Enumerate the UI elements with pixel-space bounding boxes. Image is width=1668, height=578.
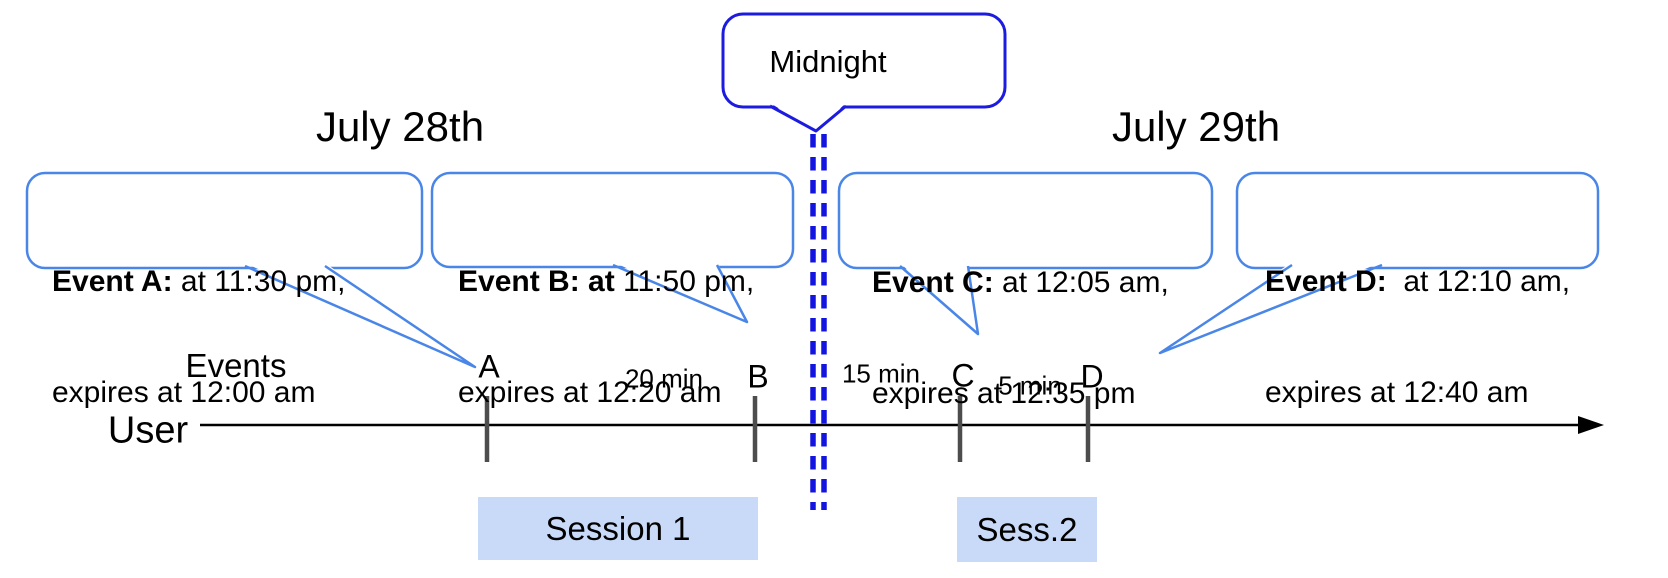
gap-label-15min: 15 min [841, 358, 921, 389]
callout-a-tail [244, 264, 477, 369]
date-title-july-29: July 29th [1111, 103, 1281, 150]
midnight-label: Midnight [769, 44, 887, 79]
callout-b-line1: Event B: at 11:50 pm, [458, 265, 755, 298]
callout-text-event-b: Event B: at 11:50 pm, expires at 12:20 a… [458, 189, 754, 485]
callout-event-c [837, 171, 1214, 270]
session-1-label: Session 1 [545, 509, 691, 547]
callout-d-line2: expires at 12:40 am [1265, 376, 1529, 409]
gap-label-20min: 20 min [624, 363, 704, 394]
callout-b-line2: expires at 12:20 am [458, 376, 722, 409]
callout-event-a [25, 171, 424, 270]
midnight-bubble [721, 12, 1007, 109]
events-lane-label: Events [185, 347, 287, 384]
callout-text-event-a: Event A: at 11:30 pm, expires at 12:00 a… [52, 189, 345, 485]
callout-text-event-c: Event C: at 12:05 am, expires at 12:35 p… [872, 190, 1169, 486]
session-2-label: Sess.2 [976, 510, 1078, 548]
session-2-box: Sess.2 [957, 497, 1097, 562]
callout-c-tail [899, 265, 980, 336]
callout-a-line1: Event A: at 11:30 pm, [52, 265, 346, 298]
callout-event-d [1235, 171, 1600, 270]
tick-label-c: C [951, 357, 975, 394]
callout-text-event-d: Event D: at 12:10 am, expires at 12:40 a… [1265, 189, 1570, 485]
midnight-bubble-tail-fill [770, 103, 846, 131]
date-title-july-28: July 28th [315, 103, 485, 150]
callout-b-tail [612, 263, 749, 324]
callout-c-line2: expires at 12:35 pm [872, 377, 1136, 410]
callout-d-line1: Event D: at 12:10 am, [1265, 265, 1571, 298]
tick-label-d: D [1080, 358, 1104, 395]
midnight-bubble-tail [769, 104, 847, 133]
timeline-arrowhead-icon [1578, 416, 1604, 434]
callout-c-line1: Event C: at 12:05 am, [872, 266, 1169, 299]
callout-a-line2: expires at 12:00 am [52, 376, 316, 409]
tick-label-b: B [747, 358, 769, 395]
tick-label-a: A [478, 348, 500, 385]
user-lane-label: User [107, 409, 189, 452]
session-1-box: Session 1 [478, 497, 758, 560]
callout-event-b [430, 171, 795, 269]
callout-d-tail [1158, 263, 1383, 355]
gap-label-5min: 5 min [998, 370, 1062, 401]
